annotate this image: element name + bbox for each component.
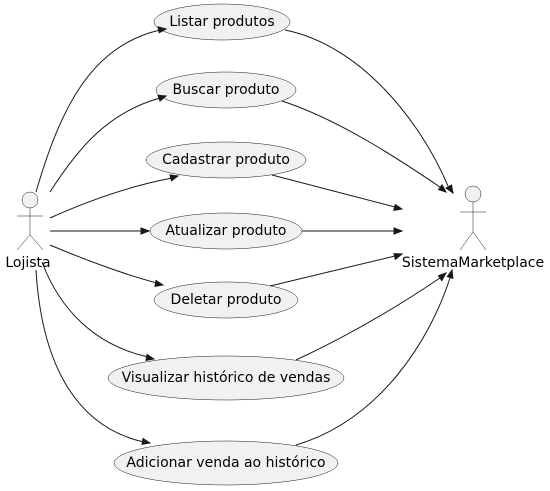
edge-listar-sistema — [284, 29, 449, 187]
edges-sistema — [269, 29, 454, 446]
edge-deletar-sistema — [269, 255, 396, 287]
edge-buscar-sistema — [281, 100, 441, 188]
edge-lojista-adicionar — [35, 269, 145, 443]
arrow-head-icon — [437, 183, 448, 193]
edge-lojista-buscar — [49, 97, 161, 193]
arrow-head-icon — [140, 227, 151, 235]
usecase-atualizar-produto[interactable]: Atualizar produto — [149, 212, 303, 250]
usecase-deletar-produto[interactable]: Deletar produto — [153, 281, 299, 319]
usecase-buscar-produto[interactable]: Buscar produto — [155, 71, 297, 109]
actor-sistema-marketplace[interactable]: SistemaMarketplace — [402, 185, 544, 271]
actor-lojista[interactable]: Lojista — [5, 191, 51, 271]
usecase-adicionar-venda[interactable]: Adicionar venda ao histórico — [113, 440, 339, 486]
arrow-head-icon — [445, 184, 454, 195]
usecase-label: Buscar produto — [173, 82, 280, 98]
usecase-listar-produtos[interactable]: Listar produtos — [153, 3, 291, 41]
edge-lojista-visualizar — [41, 261, 149, 358]
arrow-head-icon — [169, 174, 180, 182]
edge-lojista-listar — [35, 29, 161, 193]
usecase-label: Deletar produto — [171, 292, 282, 308]
actor-lojista-label: Lojista — [5, 255, 50, 271]
edge-lojista-deletar — [49, 244, 158, 284]
actor-sistema-label: SistemaMarketplace — [402, 255, 544, 271]
edge-visualizar-sistema — [295, 277, 441, 361]
edges-lojista — [35, 26, 180, 446]
usecase-label: Cadastrar produto — [162, 152, 290, 168]
edge-cadastrar-sistema — [271, 174, 396, 208]
arrow-head-icon — [437, 272, 448, 282]
usecase-label: Adicionar venda ao histórico — [126, 455, 325, 471]
arrow-head-icon — [157, 26, 168, 34]
arrow-head-icon — [157, 94, 168, 102]
usecase-label: Visualizar histórico de vendas — [122, 370, 331, 386]
arrow-head-icon — [393, 227, 404, 235]
edge-adicionar-sistema — [295, 277, 451, 446]
edge-lojista-cadastrar — [49, 177, 173, 219]
arrow-head-icon — [141, 437, 152, 446]
arrow-head-icon — [393, 253, 404, 261]
arrow-head-icon — [446, 268, 454, 280]
usecase-label: Atualizar produto — [166, 223, 287, 239]
usecase-label: Listar produtos — [169, 14, 274, 30]
usecase-visualizar-historico[interactable]: Visualizar histórico de vendas — [107, 355, 345, 401]
actor-figure-icon — [459, 185, 487, 251]
arrow-head-icon — [393, 203, 404, 212]
arrow-head-icon — [145, 353, 156, 362]
arrow-head-icon — [154, 279, 165, 288]
usecase-cadastrar-produto[interactable]: Cadastrar produto — [145, 141, 307, 179]
actor-figure-icon — [16, 191, 44, 251]
